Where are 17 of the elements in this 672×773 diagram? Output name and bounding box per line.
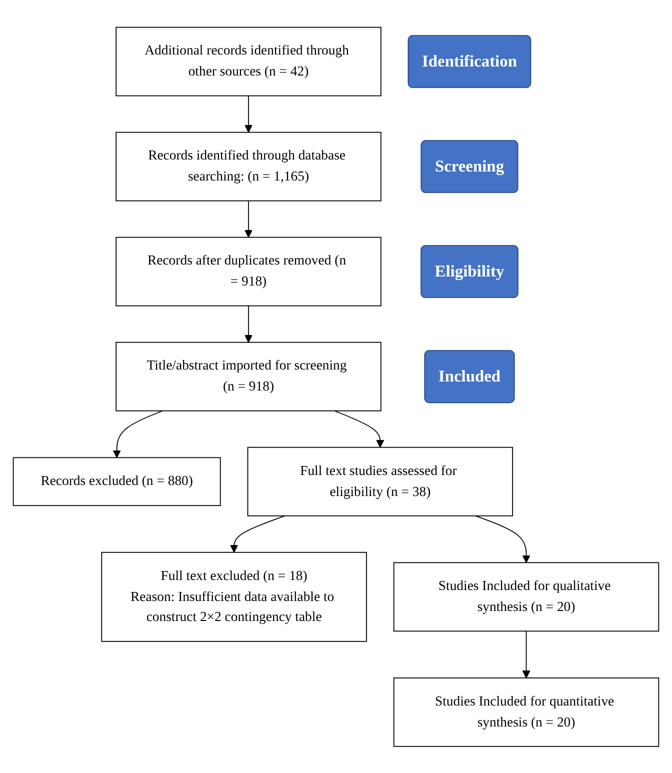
node-box: Additional records identified through other sources (n = 42)	[116, 26, 382, 96]
node-box: Full text studies assessed for eligibility (n = 38)	[247, 446, 514, 516]
arrow	[522, 630, 530, 678]
node-box: Studies Included for qualitative synthesis (n = 20)	[393, 562, 660, 632]
node-box: Studies Included for quantitative synthesis (n = 20)	[393, 677, 660, 747]
node-box: Records identified through database searching: (n = 1,165)	[116, 132, 382, 201]
arrow	[244, 200, 253, 238]
node-box: Records after duplicates removed (n = 918)	[116, 236, 382, 306]
node-box: Full text excluded (n = 18) Reason: Insufficient data available to construct 2×2 contingency table	[101, 552, 367, 642]
arrow	[334, 410, 384, 448]
arrow	[230, 515, 286, 552]
arrow	[244, 94, 253, 132]
node-box: Records excluded (n = 880)	[12, 456, 221, 506]
node-box: Title/abstract imported for screening (n = 918)	[116, 342, 382, 411]
arrow	[244, 305, 253, 342]
arrow	[475, 515, 530, 563]
arrow	[112, 410, 164, 458]
